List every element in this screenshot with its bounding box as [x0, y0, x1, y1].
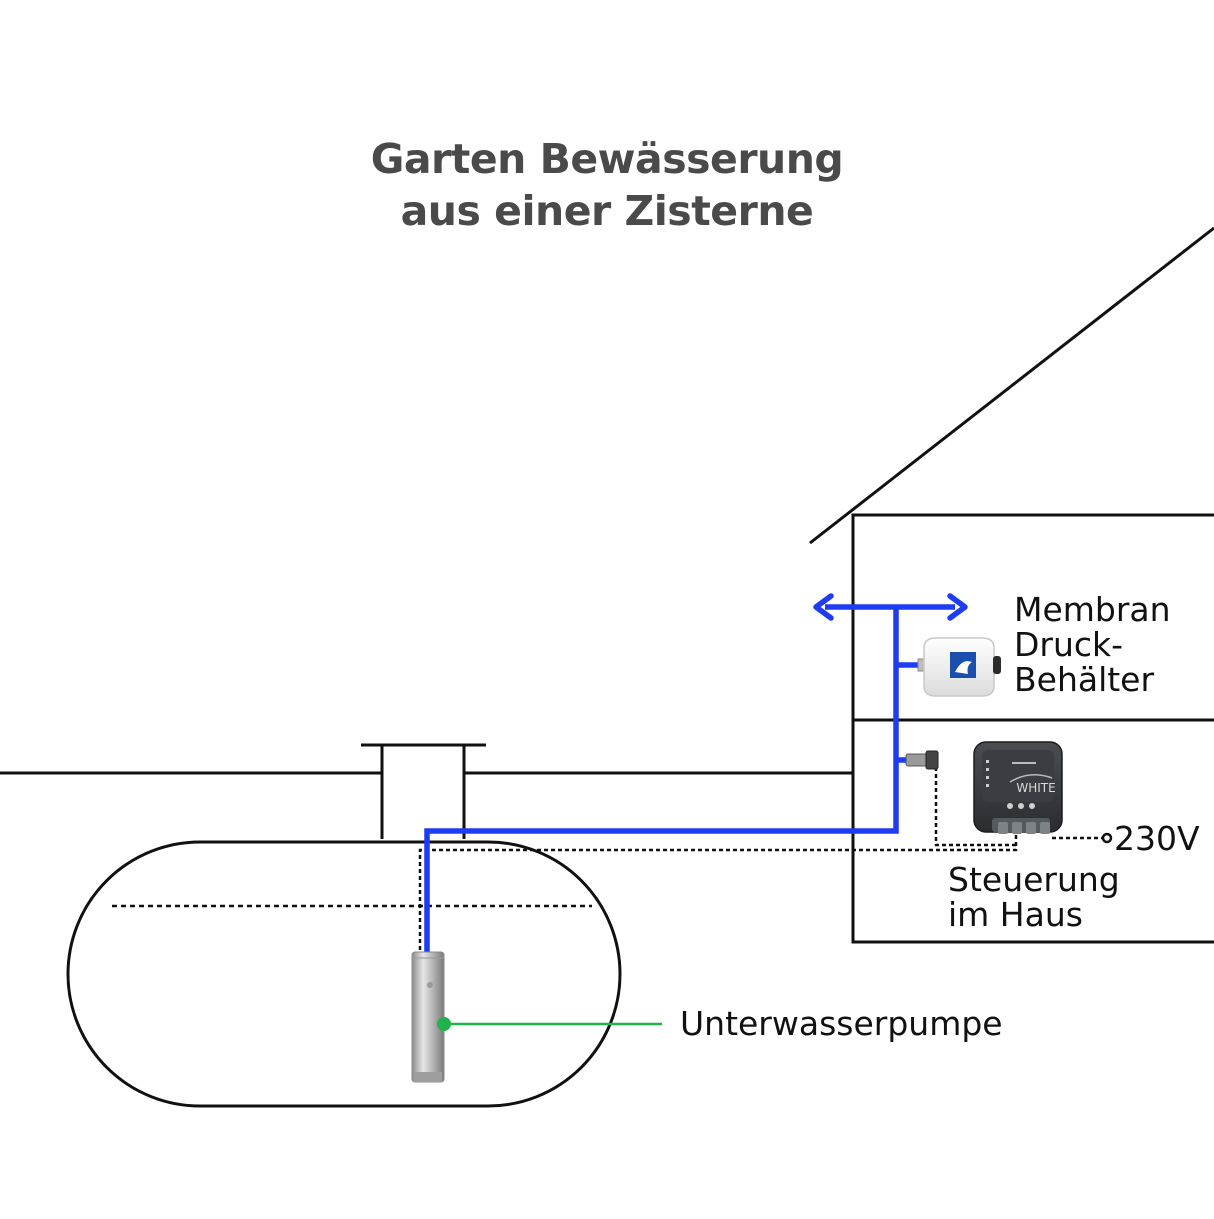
- pump-label: Unterwasserpumpe: [680, 1004, 1003, 1043]
- membrane-label-line-2: Druck-: [1014, 625, 1124, 664]
- membrane-label-line-1: Membran: [1014, 590, 1171, 629]
- control-label-line-1: Steuerung: [948, 860, 1120, 899]
- pump-leader: [437, 1017, 662, 1031]
- house: [809, 226, 1214, 944]
- membrane-tank: [917, 637, 1001, 697]
- power-cable: [418, 760, 1104, 950]
- pressure-fitting: [905, 750, 939, 770]
- control-label: Steuerung im Haus: [948, 862, 1120, 932]
- submersible-pump: [411, 951, 445, 1083]
- controller-unit: [973, 741, 1063, 834]
- cistern-tank: [66, 840, 622, 1108]
- power-terminal: [1101, 832, 1113, 844]
- control-label-line-2: im Haus: [948, 895, 1083, 934]
- cistern: [66, 743, 622, 1108]
- arrow-left-icon: [813, 593, 834, 621]
- outlet-arrows: [813, 593, 968, 621]
- house-roof: [809, 226, 1214, 545]
- voltage-label: 230V: [1114, 819, 1200, 858]
- water-pipe: [424, 604, 955, 952]
- house-walls: [851, 513, 1214, 944]
- page-title-line-2: aus einer Zisterne: [400, 187, 814, 235]
- device-brand-text: WHITE: [1016, 781, 1055, 795]
- page-title-line-1: Garten Bewässerung: [370, 135, 844, 183]
- membrane-label-line-3: Behälter: [1014, 660, 1155, 699]
- arrow-right-icon: [947, 593, 968, 621]
- membrane-tank-label: Membran Druck- Behälter: [1014, 592, 1171, 697]
